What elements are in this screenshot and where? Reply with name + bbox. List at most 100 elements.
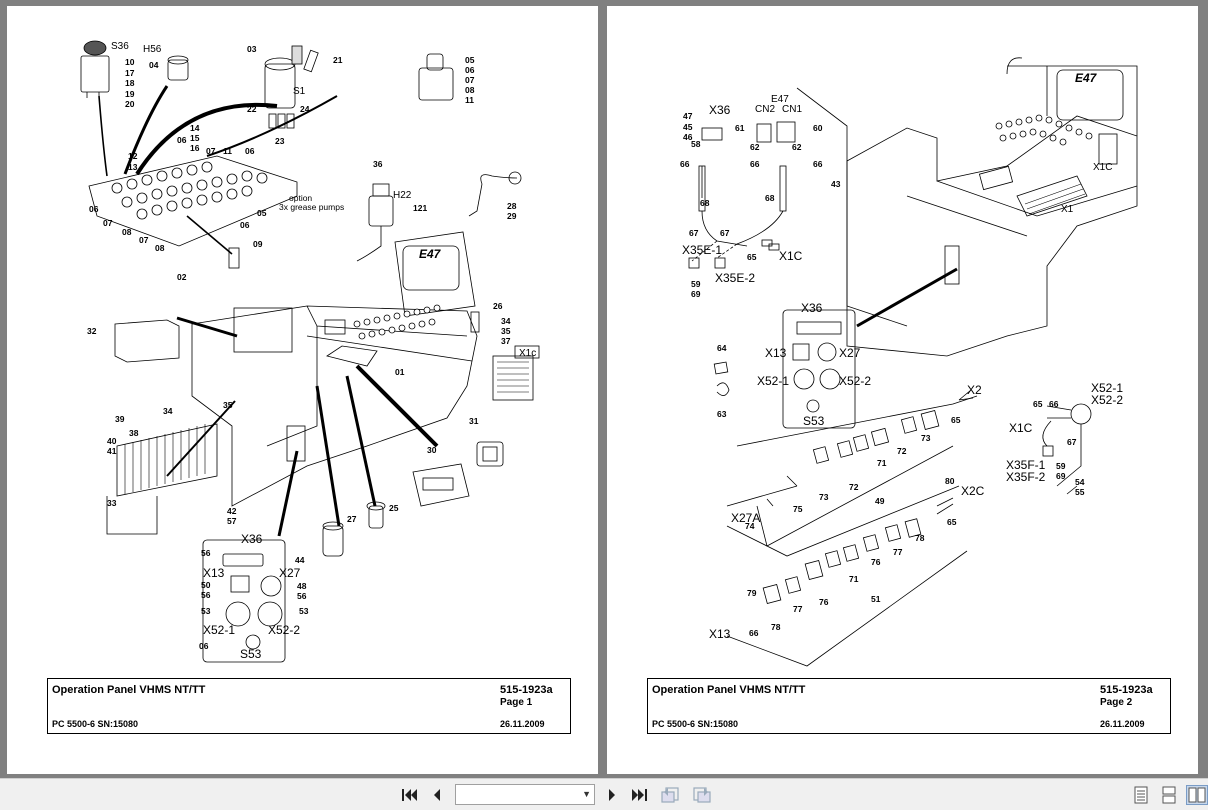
svg-text:X35F-2: X35F-2 <box>1006 470 1046 484</box>
svg-text:07: 07 <box>103 218 113 228</box>
svg-text:66: 66 <box>749 628 759 638</box>
document-page-2: 47 X36 45 46 CN2 E47 CN1 61 60 58 62 62 … <box>607 6 1198 774</box>
svg-text:X35F-1: X35F-1 <box>1006 458 1046 472</box>
svg-text:73: 73 <box>819 492 829 502</box>
svg-text:24: 24 <box>300 104 310 114</box>
svg-text:15: 15 <box>190 133 200 143</box>
drawing-title: Operation Panel VHMS NT/TT <box>652 684 806 696</box>
svg-text:34: 34 <box>501 316 511 326</box>
svg-text:E47: E47 <box>1075 71 1098 85</box>
svg-text:62: 62 <box>750 142 760 152</box>
svg-text:35: 35 <box>223 400 233 410</box>
svg-text:X13: X13 <box>709 627 731 641</box>
go-forward-icon[interactable] <box>690 785 712 805</box>
svg-text:12: 12 <box>128 151 138 161</box>
next-page-icon[interactable] <box>601 785 623 805</box>
svg-text:35: 35 <box>501 326 511 336</box>
svg-text:11: 11 <box>465 95 474 105</box>
svg-text:43: 43 <box>831 179 841 189</box>
svg-text:79: 79 <box>747 588 757 598</box>
drawing-date: 26.11.2009 <box>1100 719 1145 729</box>
svg-text:68: 68 <box>765 193 775 203</box>
svg-text:18: 18 <box>125 78 135 88</box>
svg-text:20: 20 <box>125 99 135 109</box>
svg-text:04: 04 <box>149 60 159 70</box>
chevron-down-icon[interactable]: ▼ <box>582 789 591 799</box>
svg-text:X52-2: X52-2 <box>268 623 300 637</box>
svg-text:CN2: CN2 <box>755 104 775 115</box>
svg-text:39: 39 <box>115 414 125 424</box>
svg-text:X1C: X1C <box>1009 421 1033 435</box>
svg-text:66: 66 <box>750 159 760 169</box>
svg-text:80: 80 <box>945 476 955 486</box>
svg-text:10: 10 <box>125 57 135 67</box>
svg-text:06: 06 <box>245 146 255 156</box>
svg-text:X52-1: X52-1 <box>203 623 235 637</box>
svg-text:07: 07 <box>206 146 216 156</box>
svg-text:45: 45 <box>683 122 693 132</box>
parts-diagram-page-2: 47 X36 45 46 CN2 E47 CN1 61 60 58 62 62 … <box>680 57 1138 667</box>
svg-text:78: 78 <box>915 533 925 543</box>
svg-text:67: 67 <box>689 228 699 238</box>
svg-text:06: 06 <box>89 204 99 214</box>
svg-text:X13: X13 <box>765 346 787 360</box>
svg-text:77: 77 <box>793 604 803 614</box>
svg-text:X52-2: X52-2 <box>839 374 871 388</box>
svg-text:59: 59 <box>691 279 701 289</box>
svg-text:67: 67 <box>720 228 730 238</box>
svg-text:07: 07 <box>139 235 149 245</box>
svg-text:X52-1: X52-1 <box>1091 381 1123 395</box>
svg-text:31: 31 <box>469 416 479 426</box>
svg-text:29: 29 <box>507 211 517 221</box>
svg-text:X36: X36 <box>709 103 731 117</box>
svg-text:66: 66 <box>1049 399 1059 409</box>
svg-text:76: 76 <box>819 597 829 607</box>
svg-text:42: 42 <box>227 506 237 516</box>
svg-text:06: 06 <box>199 641 209 651</box>
facing-pages-view-icon[interactable] <box>1186 785 1208 805</box>
svg-text:X52-1: X52-1 <box>757 374 789 388</box>
svg-text:64: 64 <box>717 343 727 353</box>
go-back-icon[interactable] <box>660 785 682 805</box>
svg-text:X27: X27 <box>839 346 861 360</box>
svg-text:05: 05 <box>257 208 267 218</box>
svg-text:X1c: X1c <box>519 348 536 359</box>
drawing-number: 515-1923a <box>1100 684 1153 696</box>
svg-text:X52-2: X52-2 <box>1091 393 1123 407</box>
svg-text:34: 34 <box>163 406 173 416</box>
svg-text:13: 13 <box>128 162 138 172</box>
svg-text:08: 08 <box>155 243 165 253</box>
svg-text:27: 27 <box>347 514 357 524</box>
svg-text:16: 16 <box>190 143 200 153</box>
svg-text:09: 09 <box>253 239 263 249</box>
svg-text:121: 121 <box>413 203 427 213</box>
previous-page-icon[interactable] <box>426 785 448 805</box>
svg-text:01: 01 <box>395 367 405 377</box>
svg-text:37: 37 <box>501 336 511 346</box>
svg-text:S36: S36 <box>111 41 129 52</box>
svg-text:50: 50 <box>201 580 211 590</box>
svg-text:59: 59 <box>1056 461 1066 471</box>
svg-text:53: 53 <box>201 606 211 616</box>
svg-text:H56: H56 <box>143 44 162 55</box>
page-number-select[interactable]: ▼ <box>455 784 595 805</box>
svg-text:56: 56 <box>201 548 211 558</box>
svg-text:54: 54 <box>1075 477 1085 487</box>
svg-text:58: 58 <box>691 139 701 149</box>
svg-text:38: 38 <box>129 428 139 438</box>
last-page-icon[interactable] <box>629 785 651 805</box>
svg-text:07: 07 <box>465 75 475 85</box>
svg-text:06: 06 <box>465 65 475 75</box>
svg-text:78: 78 <box>771 622 781 632</box>
single-page-view-icon[interactable] <box>1130 785 1152 805</box>
svg-text:X2C: X2C <box>961 484 985 498</box>
svg-text:X1C: X1C <box>779 249 803 263</box>
svg-text:H22: H22 <box>393 190 412 201</box>
continuous-view-icon[interactable] <box>1158 785 1180 805</box>
svg-text:02: 02 <box>177 272 187 282</box>
svg-text:62: 62 <box>792 142 802 152</box>
svg-text:51: 51 <box>871 594 881 604</box>
svg-text:X35E-2: X35E-2 <box>715 271 755 285</box>
svg-text:X35E-1: X35E-1 <box>682 243 722 257</box>
first-page-icon[interactable] <box>398 785 420 805</box>
